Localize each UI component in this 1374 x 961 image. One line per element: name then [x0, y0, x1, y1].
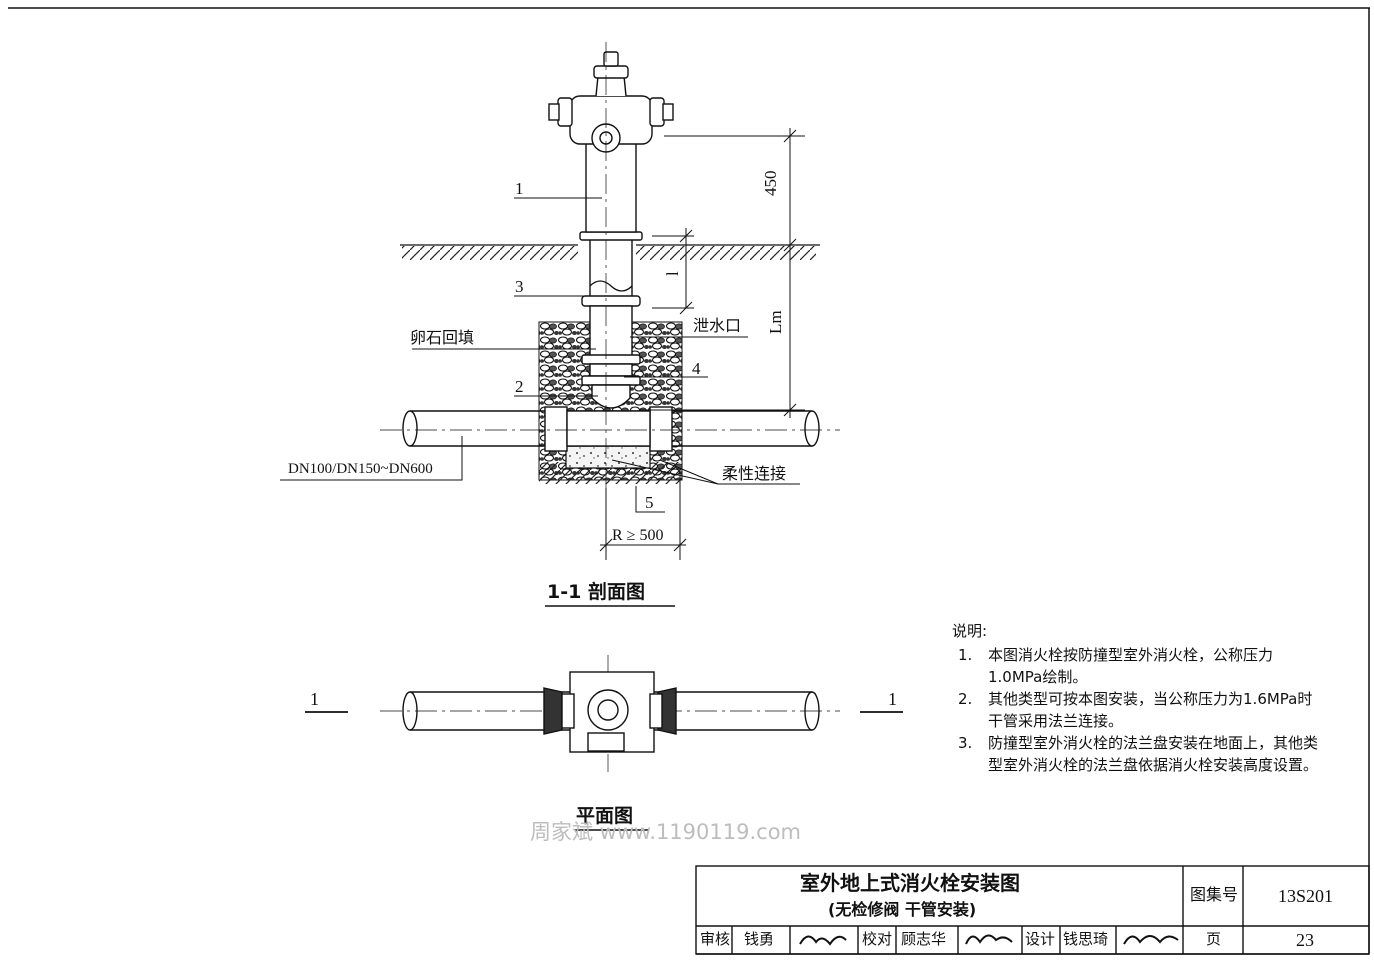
main-water-pipe — [402, 406, 820, 452]
page-number: 23 — [1296, 930, 1314, 950]
dimension-lines — [599, 128, 805, 560]
review-name: 钱勇 — [744, 930, 775, 948]
note-number: 2. — [958, 690, 973, 708]
riser-break-mark — [589, 280, 633, 292]
label-drain-outlet: 泄水口 — [693, 316, 742, 335]
note-item: 1. 本图消火栓按防撞型室外消火栓，公称压力1.0MPa绘制。 — [952, 644, 1322, 688]
note-item: 3. 防撞型室外消火栓的法兰盘安装在地面上，其他类型室外消火栓的法兰盘依据消火栓… — [952, 732, 1322, 776]
atlas-label: 图集号 — [1190, 885, 1239, 904]
design-label: 设计 — [1025, 930, 1056, 948]
dim-450: 450 — [761, 170, 780, 197]
watermark: 周家斌 www.1190119.com — [530, 820, 802, 844]
signature-marks — [799, 934, 1179, 946]
note-number: 1. — [958, 646, 973, 664]
note-text: 防撞型室外消火栓的法兰盘安装在地面上，其他类型室外消火栓的法兰盘依据消火栓安装高… — [988, 734, 1319, 774]
hydrant-body — [548, 51, 674, 241]
cut-label-left: 1 — [310, 689, 319, 709]
dim-l: l — [663, 271, 682, 276]
check-name: 顾志华 — [901, 930, 947, 948]
label-gravel-backfill: 卵石回填 — [410, 328, 475, 347]
note-item: 2. 其他类型可按本图安装，当公称压力为1.6MPa时干管采用法兰连接。 — [952, 688, 1322, 732]
note-text: 其他类型可按本图安装，当公称压力为1.6MPa时干管采用法兰连接。 — [988, 690, 1313, 730]
plan-view-title: 平面图 — [576, 805, 634, 827]
callout-2: 2 — [515, 377, 524, 396]
riser-pipe — [581, 237, 641, 409]
callout-5: 5 — [645, 493, 654, 512]
note-number: 3. — [958, 734, 973, 752]
callout-1: 1 — [515, 179, 524, 198]
section-view-title: 1-1 剖面图 — [547, 581, 645, 603]
review-label: 审核 — [700, 930, 731, 948]
sheet-frame — [8, 7, 1370, 955]
drawing-subtitle: (无检修阀 干管安装) — [828, 900, 977, 919]
ground-hatch-left — [402, 246, 578, 260]
leader-lines — [280, 197, 800, 513]
dim-lm: Lm — [766, 310, 785, 334]
callout-4: 4 — [692, 359, 701, 378]
cut-label-right: 1 — [888, 689, 897, 709]
page-label: 页 — [1206, 930, 1222, 948]
callout-3: 3 — [515, 277, 524, 296]
plan-hydrant — [543, 671, 677, 753]
label-flexible-joint: 柔性连接 — [722, 464, 787, 483]
notes-heading: 说明: — [952, 622, 988, 640]
ground-hatch-right — [636, 246, 816, 260]
check-label: 校对 — [862, 930, 893, 948]
notes-block: 说明: 1. 本图消火栓按防撞型室外消火栓，公称压力1.0MPa绘制。 2. 其… — [952, 620, 1322, 776]
label-pipe-spec: DN100/DN150~DN600 — [288, 461, 433, 477]
drawing-title: 室外地上式消火栓安装图 — [800, 871, 1020, 895]
label-radius: R ≥ 500 — [612, 527, 664, 544]
design-name: 钱思琦 — [1063, 930, 1109, 948]
note-text: 本图消火栓按防撞型室外消火栓，公称压力1.0MPa绘制。 — [988, 646, 1274, 686]
title-block-frame — [695, 865, 1370, 955]
atlas-number: 13S201 — [1278, 886, 1334, 906]
